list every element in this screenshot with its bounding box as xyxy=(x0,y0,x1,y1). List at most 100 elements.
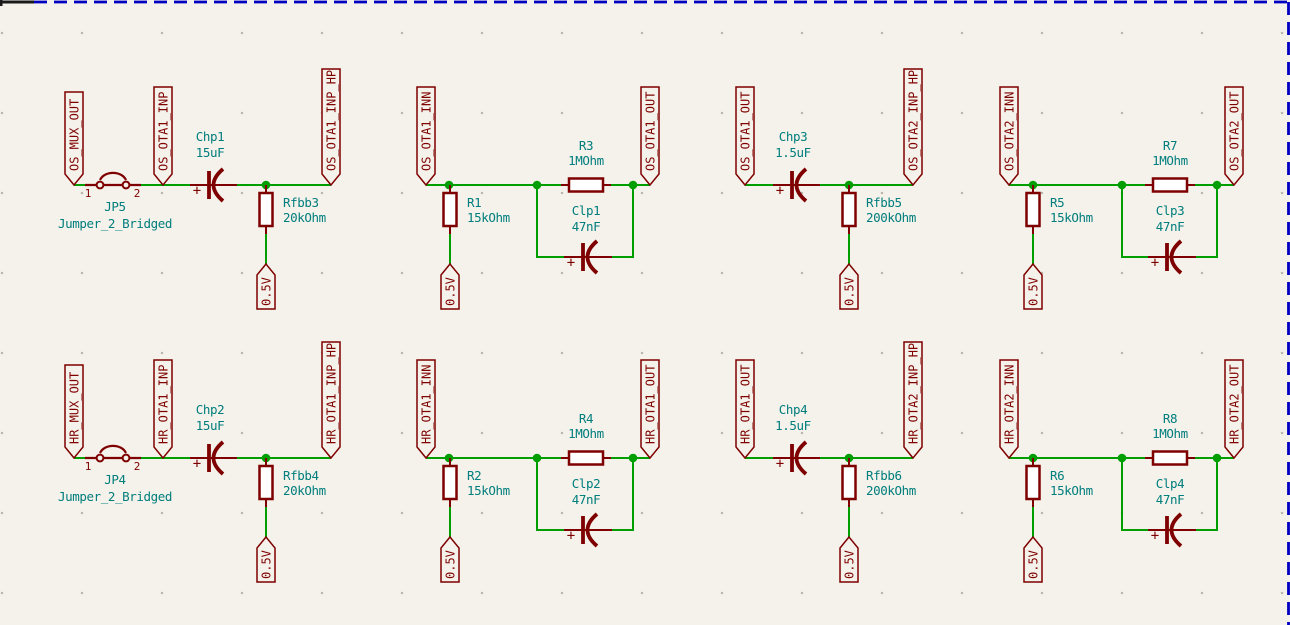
net-label-os-ota1-inp[interactable]: OS_OTA1_INP xyxy=(153,86,173,187)
component-value[interactable]: 47nF xyxy=(572,219,601,234)
component-reference[interactable]: R7 xyxy=(1163,138,1178,153)
net-label-os-ota2-inn[interactable]: OS_OTA2_INN xyxy=(999,86,1019,187)
component-value[interactable]: 47nF xyxy=(1156,219,1185,234)
component-value[interactable]: 1.5uF xyxy=(775,145,811,160)
resistor-R5[interactable]: R5 15kOhm xyxy=(1025,185,1093,234)
component-reference[interactable]: Chp1 xyxy=(196,129,225,144)
label-flag-outline xyxy=(1224,86,1244,187)
resistor-R4[interactable]: R4 1MOhm xyxy=(561,411,611,466)
power-label-0v5[interactable]: 0.5V xyxy=(839,262,859,310)
component-value[interactable]: 200kOhm xyxy=(866,210,916,225)
capacitor-Chp1[interactable]: + Chp1 15uF xyxy=(190,129,237,203)
resistor-R6[interactable]: R6 15kOhm xyxy=(1025,458,1093,507)
component-value[interactable]: 15kOhm xyxy=(1050,210,1093,225)
component-reference[interactable]: R6 xyxy=(1050,468,1065,483)
net-label-hr-ota1-inp[interactable]: HR_OTA1_INP xyxy=(153,359,173,460)
capacitor-Clp3[interactable]: + Clp3 47nF xyxy=(1148,203,1196,275)
component-reference[interactable]: JP4 xyxy=(104,472,126,487)
component-reference[interactable]: Clp4 xyxy=(1156,476,1185,491)
component-reference[interactable]: Chp2 xyxy=(196,402,225,417)
jumper-JP5[interactable]: 1 2 JP5 Jumper_2_Bridged xyxy=(58,171,172,231)
power-label-0v5[interactable]: 0.5V xyxy=(440,262,460,310)
net-label-os-ota1-out[interactable]: OS_OTA1_OUT xyxy=(640,86,660,187)
net-label-hr-ota1-out-src[interactable]: HR_OTA1_OUT xyxy=(735,359,755,460)
component-reference[interactable]: Rfbb6 xyxy=(866,468,902,483)
resistor-Rfbb5[interactable]: Rfbb5 200kOhm xyxy=(841,185,916,234)
component-reference[interactable]: JP5 xyxy=(104,199,126,214)
cap-plate-curved xyxy=(794,440,808,476)
power-label-0v5[interactable]: 0.5V xyxy=(839,535,859,583)
capacitor-Clp4[interactable]: + Clp4 47nF xyxy=(1148,476,1196,548)
component-value[interactable]: 20kOhm xyxy=(283,483,326,498)
component-reference[interactable]: Clp3 xyxy=(1156,203,1185,218)
cap-plate-curved xyxy=(1169,239,1183,275)
component-value[interactable]: 15kOhm xyxy=(467,483,510,498)
component-reference[interactable]: Rfbb4 xyxy=(283,468,319,483)
net-label-hr-mux-out[interactable]: HR_MUX_OUT xyxy=(64,364,84,460)
component-value[interactable]: 47nF xyxy=(572,492,601,507)
resistor-Rfbb4[interactable]: Rfbb4 20kOhm xyxy=(258,458,326,507)
jumper-JP4[interactable]: 1 2 JP4 Jumper_2_Bridged xyxy=(58,444,172,504)
component-reference[interactable]: R1 xyxy=(467,195,482,210)
component-value[interactable]: Jumper_2_Bridged xyxy=(58,216,172,231)
net-label-hr-ota1-inn[interactable]: HR_OTA1_INN xyxy=(416,359,436,460)
resistor-R7[interactable]: R7 1MOhm xyxy=(1145,138,1195,193)
power-label-0v5[interactable]: 0.5V xyxy=(440,535,460,583)
capacitor-Chp2[interactable]: + Chp2 15uF xyxy=(190,402,237,476)
component-value[interactable]: 15kOhm xyxy=(1050,483,1093,498)
net-label-os-mux-out[interactable]: OS_MUX_OUT xyxy=(64,91,84,187)
power-label-0v5[interactable]: 0.5V xyxy=(256,262,276,310)
label-flag-outline xyxy=(321,68,341,187)
component-reference[interactable]: Chp3 xyxy=(779,129,808,144)
component-reference[interactable]: Clp1 xyxy=(572,203,601,218)
component-reference[interactable]: Clp2 xyxy=(572,476,601,491)
component-value[interactable]: 1MOhm xyxy=(568,426,604,441)
resistor-Rfbb6[interactable]: Rfbb6 200kOhm xyxy=(841,458,916,507)
resistor-R8[interactable]: R8 1MOhm xyxy=(1145,411,1195,466)
net-label-os-ota1-inn[interactable]: OS_OTA1_INN xyxy=(416,86,436,187)
component-reference[interactable]: R3 xyxy=(579,138,594,153)
resistor-R2[interactable]: R2 15kOhm xyxy=(442,458,510,507)
resistor-Rfbb3[interactable]: Rfbb3 20kOhm xyxy=(258,185,326,234)
component-value[interactable]: Jumper_2_Bridged xyxy=(58,489,172,504)
capacitor-Clp1[interactable]: + Clp1 47nF xyxy=(564,203,612,275)
capacitor-Chp4[interactable]: + Chp4 1.5uF xyxy=(773,402,820,476)
component-value[interactable]: 15uF xyxy=(196,418,225,433)
component-reference[interactable]: R2 xyxy=(467,468,482,483)
net-label-os-ota1-out-src[interactable]: OS_OTA1_OUT xyxy=(735,86,755,187)
net-label-hr-ota2-inp-hp[interactable]: HR_OTA2_INP_HP xyxy=(903,341,923,460)
resistor-body xyxy=(442,464,458,501)
component-value[interactable]: 15kOhm xyxy=(467,210,510,225)
component-value[interactable]: 1MOhm xyxy=(1152,153,1188,168)
net-label-hr-ota2-out[interactable]: HR_OTA2_OUT xyxy=(1224,359,1244,460)
power-label-0v5[interactable]: 0.5V xyxy=(256,535,276,583)
net-label-hr-ota2-inn[interactable]: HR_OTA2_INN xyxy=(999,359,1019,460)
component-value[interactable]: 20kOhm xyxy=(283,210,326,225)
net-label-os-ota2-out[interactable]: OS_OTA2_OUT xyxy=(1224,86,1244,187)
component-value[interactable]: 1MOhm xyxy=(1152,426,1188,441)
resistor-R3[interactable]: R3 1MOhm xyxy=(561,138,611,193)
net-label-os-ota2-inp-hp[interactable]: OS_OTA2_INP_HP xyxy=(903,68,923,187)
component-reference[interactable]: Rfbb3 xyxy=(283,195,319,210)
component-reference[interactable]: R5 xyxy=(1050,195,1065,210)
net-label-hr-ota1-inp-hp[interactable]: HR_OTA1_INP_HP xyxy=(321,341,341,460)
component-reference[interactable]: R8 xyxy=(1163,411,1178,426)
capacitor-Clp2[interactable]: + Clp2 47nF xyxy=(564,476,612,548)
net-label-hr-ota1-out[interactable]: HR_OTA1_OUT xyxy=(640,359,660,460)
component-reference[interactable]: R4 xyxy=(579,411,594,426)
net-label-os-ota1-inp-hp[interactable]: OS_OTA1_INP_HP xyxy=(321,68,341,187)
component-value[interactable]: 47nF xyxy=(1156,492,1185,507)
resistor-body xyxy=(567,177,605,193)
component-value[interactable]: 1.5uF xyxy=(775,418,811,433)
resistor-body xyxy=(1025,191,1041,228)
component-reference[interactable]: Rfbb5 xyxy=(866,195,902,210)
component-value[interactable]: 200kOhm xyxy=(866,483,916,498)
resistor-R1[interactable]: R1 15kOhm xyxy=(442,185,510,234)
component-value[interactable]: 1MOhm xyxy=(568,153,604,168)
component-reference[interactable]: Chp4 xyxy=(779,402,808,417)
power-label-0v5[interactable]: 0.5V xyxy=(1023,535,1043,583)
power-label-0v5[interactable]: 0.5V xyxy=(1023,262,1043,310)
capacitor-Chp3[interactable]: + Chp3 1.5uF xyxy=(773,129,820,203)
component-value[interactable]: 15uF xyxy=(196,145,225,160)
